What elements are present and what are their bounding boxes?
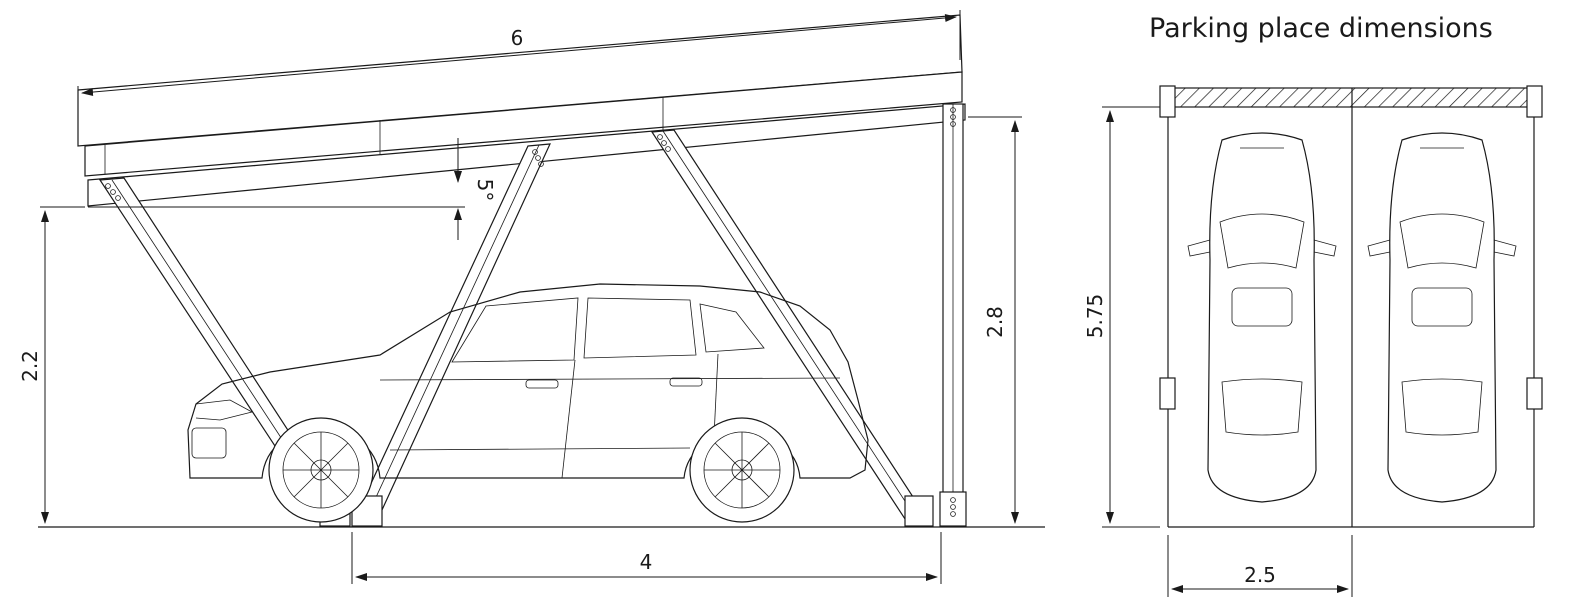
- roof-edge-hatch: [1167, 87, 1535, 108]
- rear-height-label: 2.8: [983, 306, 1007, 338]
- dimension-post-spacing: 4: [351, 532, 942, 584]
- parking-bays: [1167, 88, 1535, 528]
- roof-angle-label: 5°: [473, 179, 497, 202]
- post-footprint: [1526, 85, 1543, 118]
- dimension-depth: 5.75: [1083, 106, 1160, 528]
- plan-view: Parking place dimensions: [1083, 13, 1543, 597]
- dimension-roof-angle: 5°: [88, 138, 497, 240]
- bay-width-label: 2.5: [1244, 563, 1276, 587]
- rear-post: [939, 103, 967, 527]
- side-view: 6 5° 2.2 2.8 4: [18, 10, 1045, 584]
- post-footprint: [1159, 377, 1176, 410]
- dimension-roof-length: 6: [77, 10, 961, 130]
- post-spacing-label: 4: [640, 550, 653, 574]
- dimension-rear-height: 2.8: [968, 116, 1022, 524]
- plan-view-title: Parking place dimensions: [1149, 13, 1493, 44]
- depth-label: 5.75: [1083, 294, 1107, 339]
- post-footprint: [1526, 377, 1543, 410]
- car-top-view-right: [1367, 132, 1517, 503]
- dimension-front-height: 2.2: [18, 206, 85, 524]
- front-height-label: 2.2: [18, 350, 42, 382]
- base-plate-rear: [904, 495, 934, 527]
- middle-brace: [353, 143, 551, 524]
- car-side-view: [187, 283, 869, 523]
- car-top-view-left: [1187, 132, 1337, 503]
- roof-length-label: 6: [511, 26, 524, 50]
- dimension-bay-width: 2.5: [1167, 535, 1353, 597]
- post-footprint: [1159, 85, 1176, 118]
